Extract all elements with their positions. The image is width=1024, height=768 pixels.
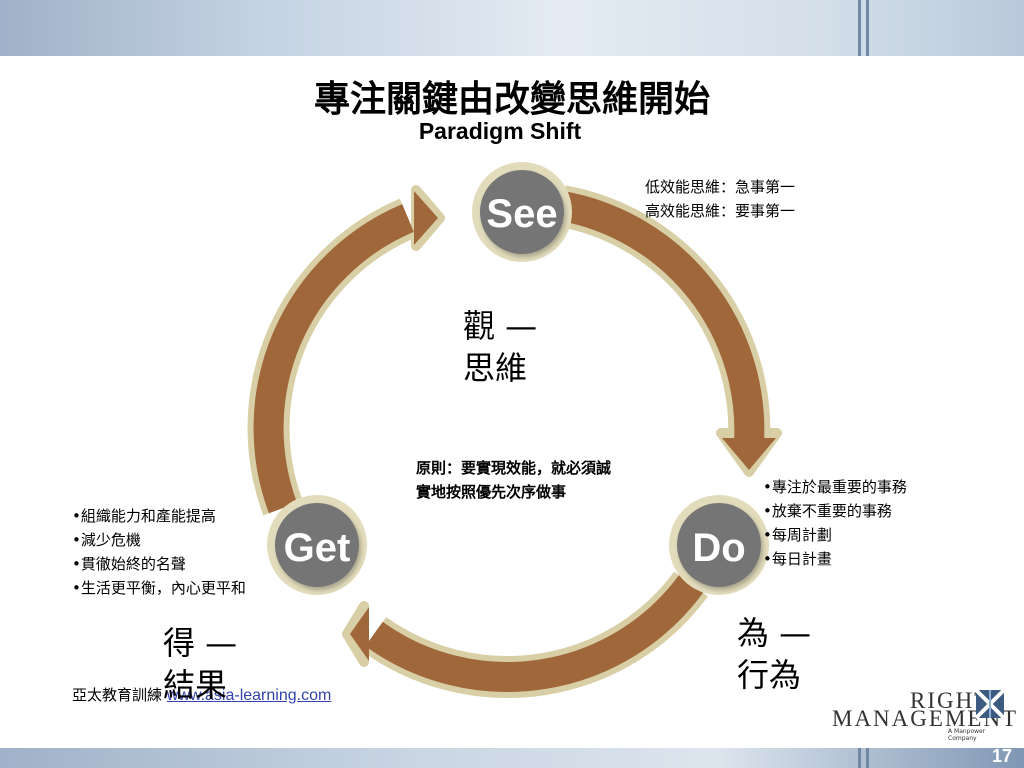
node-see: See [472, 162, 572, 262]
slide-subtitle: Paradigm Shift [418, 118, 582, 144]
do-point: •放棄不重要的事務 [763, 502, 892, 520]
node-see-label: See [486, 192, 557, 236]
cycle-arrows [247, 185, 782, 698]
do-label: 為 — 行為 [737, 612, 811, 696]
do-point: •專注於最重要的事務 [763, 478, 907, 496]
arrowhead-do-to-get [350, 607, 369, 661]
arrow-get-to-see [253, 204, 414, 514]
footer: 亞太教育訓練 www.asia-learning.com [72, 684, 331, 705]
logo-line2: MANAGEMENT [832, 706, 1019, 731]
top-banner [0, 0, 1024, 56]
arrowhead-see-to-do [722, 438, 776, 470]
node-see-circle [480, 170, 564, 254]
do-label-line: 為 — [737, 614, 812, 652]
see-note: 低效能思維：急事第一 [645, 178, 796, 196]
get-label: 得 — 結果 [163, 622, 237, 706]
center-label-line: 觀 — [463, 307, 538, 345]
center-label-line: 思維 [463, 349, 528, 387]
logo-tagline: A Manpower Company [948, 728, 986, 742]
do-label-line: 行為 [737, 656, 802, 694]
slide-title: 專注關鍵由改變思維開始 [313, 79, 710, 120]
arrow-do-to-get [365, 575, 704, 692]
get-point: •貫徹始終的名聲 [72, 555, 186, 573]
right-management-logo: RIGHT MANAGEMENT A Manpower Company [830, 688, 1016, 742]
see-notes: 低效能思維：急事第一 高效能思維：要事第一 [645, 175, 795, 223]
get-point: •生活更平衡，內心更平和 [72, 579, 246, 597]
get-label-line: 結果 [163, 666, 228, 704]
see-note: 高效能思維：要事第一 [645, 202, 796, 220]
center-label: 觀 — 思維 [463, 305, 537, 389]
banner-stripe [866, 0, 869, 56]
get-point: •減少危機 [72, 531, 141, 549]
page-number: 17 [991, 746, 1012, 766]
logo-line1: RIGHT [910, 688, 991, 713]
bottom-banner [0, 748, 1024, 768]
node-do-label: Do [692, 526, 745, 570]
do-point: •每日計畫 [763, 550, 832, 568]
get-label-line: 得 — [163, 624, 238, 662]
banner-stripe [858, 0, 861, 56]
arrowhead-get-to-see [414, 191, 438, 245]
node-do: Do [669, 495, 769, 595]
node-get-circle [275, 503, 359, 587]
node-get: Get [267, 495, 367, 595]
principle-text: 原則：要實現效能，就必須誠實地按照優先次序做事 [416, 459, 612, 501]
banner-stripe [866, 748, 869, 768]
node-do-circle [677, 503, 761, 587]
get-points: •組織能力和產能提高 •減少危機 •貫徹始終的名聲 •生活更平衡，內心更平和 [72, 504, 246, 600]
do-points: •專注於最重要的事務 •放棄不重要的事務 •每周計劃 •每日計畫 [763, 475, 907, 571]
arrow-see-to-do [559, 191, 765, 444]
banner-stripe [858, 748, 861, 768]
logo-mark-icon [974, 688, 1006, 720]
footer-org: 亞太教育訓練 [72, 686, 163, 704]
footer-link[interactable]: www.asia-learning.com [166, 687, 332, 704]
get-point: •組織能力和產能提高 [72, 507, 216, 525]
do-point: •每周計劃 [763, 526, 832, 544]
node-get-label: Get [284, 526, 351, 570]
